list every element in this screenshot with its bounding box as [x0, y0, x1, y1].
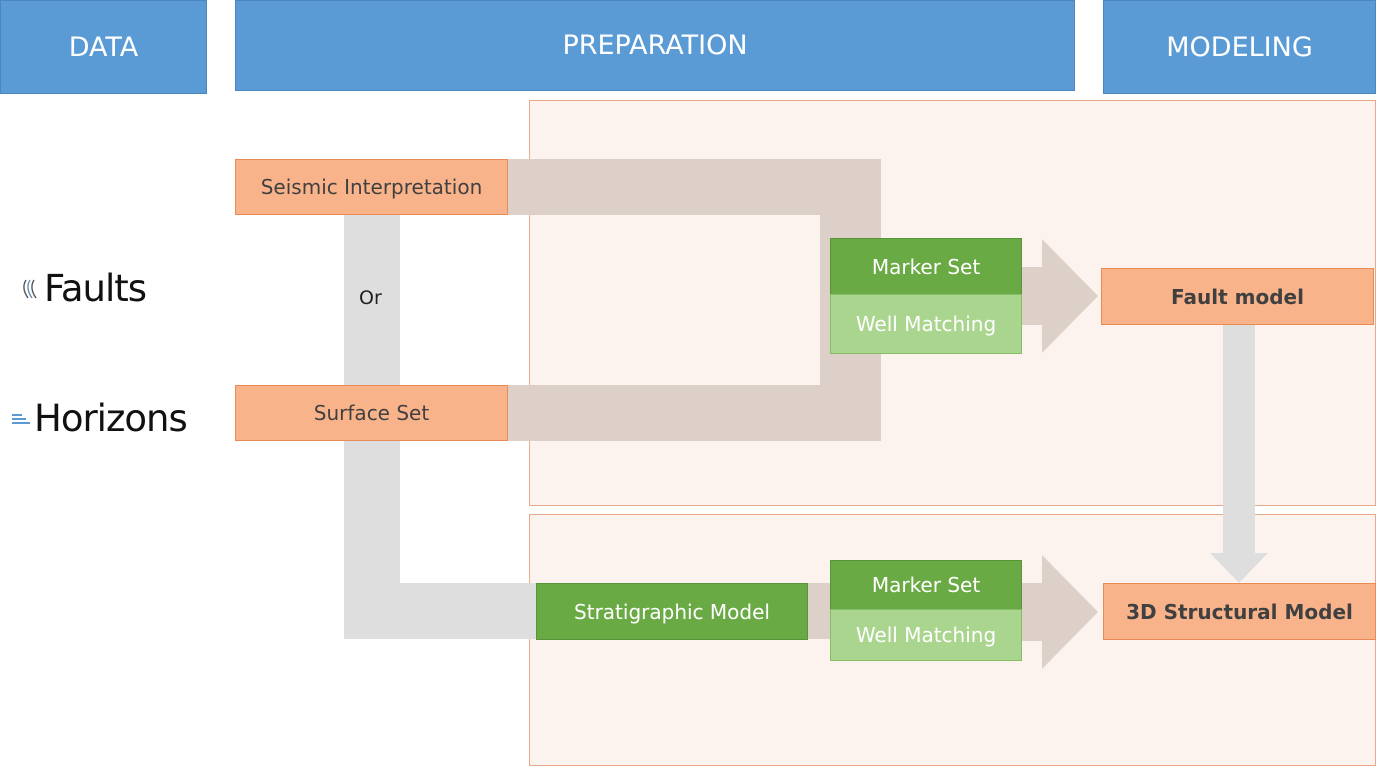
well-matching-box-top: Well Matching [830, 294, 1022, 354]
arrow-to-structural-model [1022, 555, 1098, 669]
surface-set-box: Surface Set [235, 385, 508, 441]
strat-marker-connector [808, 583, 832, 639]
faults-icon [18, 276, 42, 300]
marker-set-box-bottom: Marker Set [830, 560, 1022, 610]
stratigraphic-model-box: Stratigraphic Model [536, 583, 808, 640]
header-data: DATA [0, 0, 207, 94]
seismic-interpretation-box: Seismic Interpretation [235, 159, 508, 215]
or-label: Or [359, 287, 382, 309]
header-modeling: MODELING [1103, 0, 1376, 94]
well-matching-box-bottom: Well Matching [830, 609, 1022, 661]
marker-set-box-top: Marker Set [830, 238, 1022, 295]
legend-faults: Faults [18, 266, 178, 310]
arrow-fault-to-structural [1210, 325, 1268, 583]
strat-connector-horizontal [344, 583, 538, 639]
header-preparation: PREPARATION [235, 0, 1075, 91]
arrow-to-fault-model [1022, 239, 1098, 353]
legend-faults-label: Faults [44, 266, 147, 310]
structural-model-box: 3D Structural Model [1103, 583, 1376, 640]
surface-connector [508, 385, 881, 441]
fault-model-box: Fault model [1101, 268, 1374, 325]
legend-horizons: Horizons [10, 396, 200, 440]
legend-horizons-label: Horizons [34, 396, 188, 440]
seismic-connector [508, 159, 881, 215]
horizons-icon [10, 406, 32, 430]
